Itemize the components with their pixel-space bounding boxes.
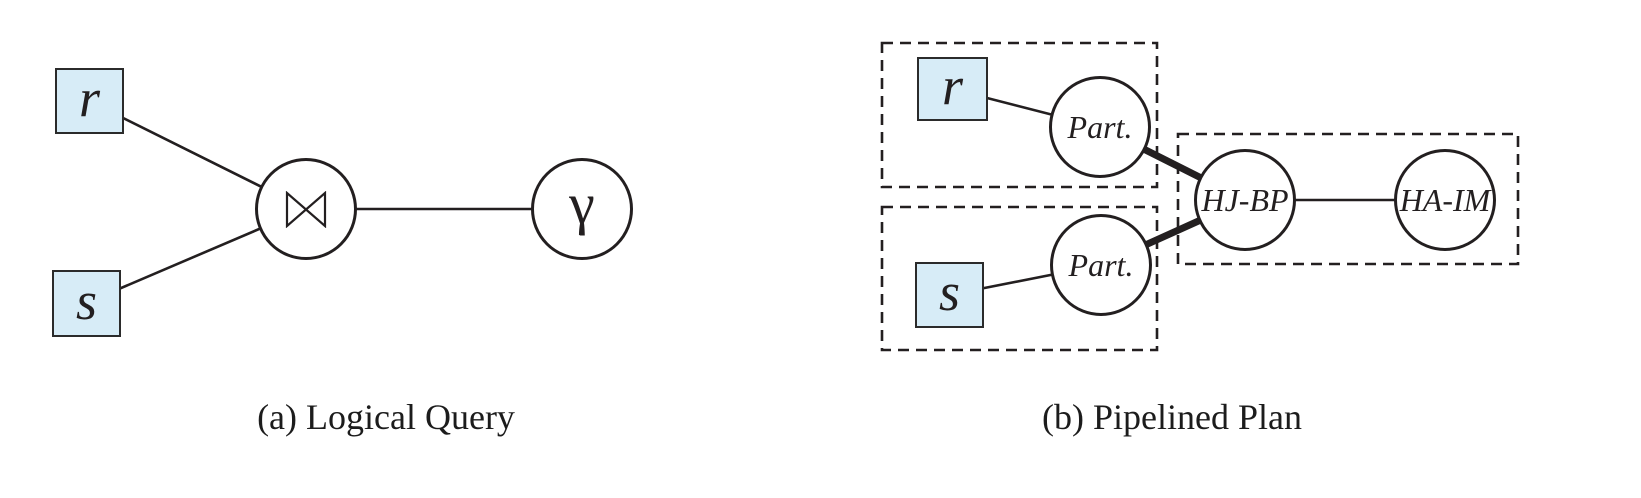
partition-node-top: Part. (1049, 76, 1151, 178)
pipeline-group-box-join (1176, 132, 1520, 266)
ha-im-node: HA-IM (1394, 149, 1496, 251)
hj-bp-node: HJ-BP (1194, 149, 1296, 251)
caption-panel-a: (a) Logical Query (257, 397, 515, 437)
relation-node-r-b: r (917, 57, 988, 121)
relation-label-s-b: s (938, 262, 960, 322)
join-operator-node (255, 158, 357, 260)
pipeline-group-box-s (880, 205, 1159, 352)
partition-label-top: Part. (1067, 109, 1133, 145)
relation-node-s-a: s (52, 270, 121, 337)
relation-node-s-b: s (915, 262, 984, 328)
relation-label-r-b: r (941, 56, 963, 116)
hj-bp-label: HJ-BP (1201, 182, 1289, 218)
partition-label-bottom: Part. (1068, 247, 1134, 283)
relation-node-r-a: r (55, 68, 124, 134)
relation-label-r-a: r (78, 68, 100, 128)
gamma-label: γ (569, 171, 595, 236)
natural-join-bowtie-icon (285, 190, 327, 228)
partition-node-bottom: Part. (1050, 214, 1152, 316)
pipeline-group-box-r (880, 41, 1159, 189)
caption-panel-b: (b) Pipelined Plan (1042, 397, 1302, 437)
ha-im-label: HA-IM (1399, 182, 1491, 218)
gamma-aggregate-node: γ (531, 158, 633, 260)
relation-label-s-a: s (75, 270, 97, 331)
